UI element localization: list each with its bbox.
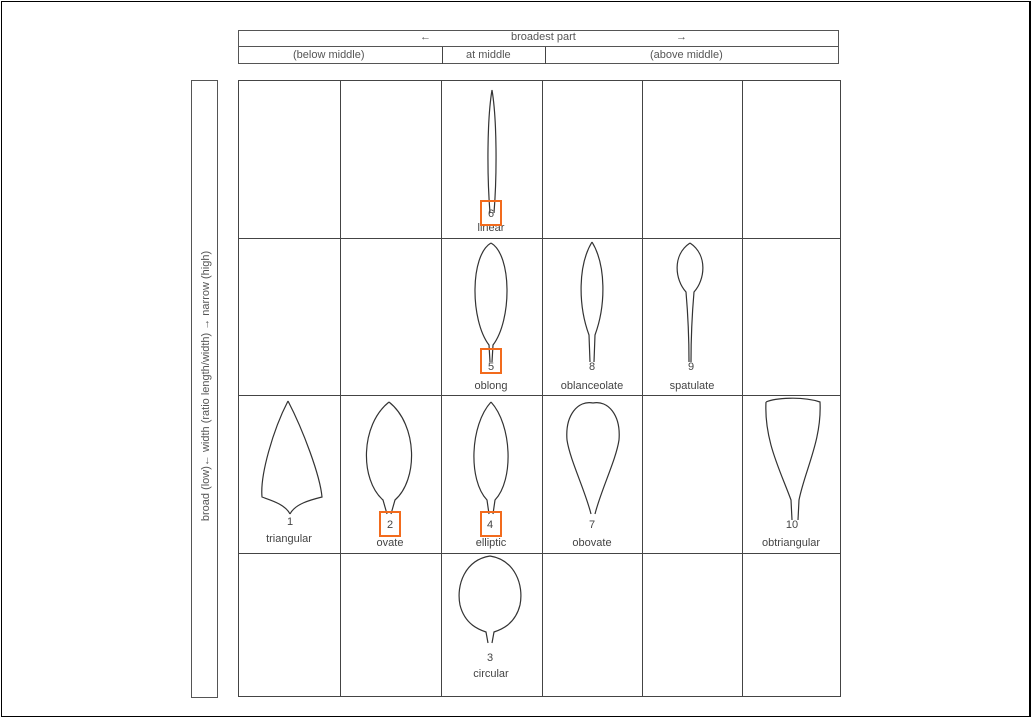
shape-name: obovate <box>532 537 652 549</box>
highlight-box <box>480 348 502 374</box>
highlight-box <box>379 511 401 537</box>
shape-number: 7 <box>582 519 602 531</box>
leaf-circular-outline <box>459 556 521 643</box>
leaf-elliptic-outline <box>474 402 508 514</box>
shape-number: 3 <box>480 652 500 664</box>
leaf-obovate-outline <box>567 403 619 514</box>
leaf-oblanceolate-outline <box>581 242 603 362</box>
shape-number: 10 <box>782 519 802 531</box>
leaf-linear-outline <box>488 90 496 213</box>
leaf-oblong-outline <box>475 243 507 362</box>
shape-name: circular <box>431 668 551 680</box>
shape-number: 1 <box>280 516 300 528</box>
highlight-box <box>480 200 502 226</box>
leaf-triangular-outline <box>262 401 322 514</box>
shape-number: 8 <box>582 361 602 373</box>
shape-number: 9 <box>681 361 701 373</box>
leaf-spatulate-outline <box>677 243 703 362</box>
leaf-obtriangular-outline <box>766 398 820 520</box>
leaf-ovate-outline <box>366 402 411 514</box>
highlight-box <box>480 511 502 537</box>
shape-name: spatulate <box>632 380 752 392</box>
shape-name: obtriangular <box>731 537 851 549</box>
